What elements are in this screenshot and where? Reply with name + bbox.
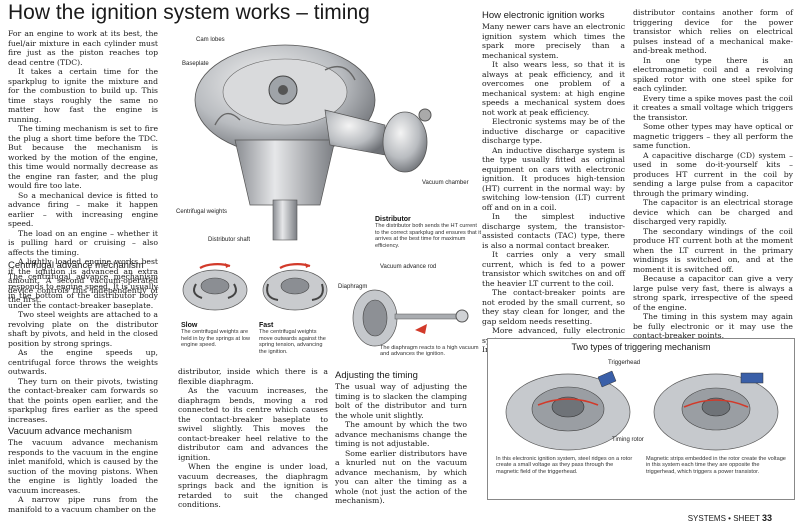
electronic-paragraph: The contact-breaker points are not erode… (482, 288, 625, 326)
intro-paragraph: It takes a certain time for the sparkplu… (8, 67, 158, 124)
ridge-rotor-caption: In this electronic ignition system, stee… (496, 456, 633, 475)
intro-paragraph: So a mechanical device is fitted to adva… (8, 190, 158, 229)
intro-paragraph: The timing mechanism is set to fire the … (8, 124, 158, 190)
adjusting-paragraph: Some earlier distributors have a knurled… (335, 448, 467, 506)
vacuum-paragraph: A narrow pipe runs from the manifold to … (8, 495, 158, 514)
diaphragm-caption-text: The diaphragm reacts to a high vacuum an… (380, 345, 479, 358)
electronic-paragraph: It carries only a very small current, wh… (482, 250, 625, 288)
diaphragm-caption: The diaphragm reacts to a high vacuum an… (380, 345, 482, 358)
page-title: How the ignition system works – timing (8, 1, 370, 24)
adjusting-paragraph: The amount by which the two advance mech… (335, 420, 467, 448)
electronic-paragraph: Every time a spike moves past the coil i… (633, 93, 793, 122)
intro-paragraph: The load on an engine – whether it is pu… (8, 228, 158, 257)
page-title-bar: How the ignition system works – timing (0, 0, 560, 28)
centrifugal-paragraph: The centrifugal advance mechanism respon… (8, 272, 158, 310)
vacuum-heading: Vacuum advance mechanism (8, 426, 132, 437)
vacuum-continued-column: distributor, inside which there is a fle… (178, 367, 328, 510)
label-baseplate: Baseplate (182, 61, 209, 67)
fast-weights-illustration (262, 263, 328, 311)
centrifugal-paragraph: They turn on their pivots, twisting the … (8, 376, 158, 424)
adjusting-paragraph: The usual way of adjusting the timing is… (335, 382, 467, 420)
ridge-rotor-illustration (505, 370, 631, 451)
electronic-paragraph: The capacitor is an electrical storage d… (633, 198, 793, 226)
electronic-paragraph: Some other types may have optical or mag… (633, 122, 793, 150)
electronic-paragraph: In the simplest inductive discharge syst… (482, 212, 625, 250)
label-vacuum-chamber: Vacuum chamber (422, 180, 469, 186)
page-footer: SYSTEMS • SHEET 33 (688, 513, 772, 523)
label-centrifugal-weights: Centrifugal weights (176, 209, 228, 215)
label-timing-rotor: Timing rotor (612, 437, 644, 443)
triggering-mechanism-panel: Two types of triggering mechanism Trigge… (487, 338, 795, 500)
distributor-caption-title: Distributor (375, 216, 411, 223)
footer-sheet: SHEET (733, 514, 760, 523)
label-diaphragm: Diaphragm (338, 284, 368, 290)
electronic-paragraph: Many newer cars have an electronic ignit… (482, 22, 625, 60)
slow-caption: Slow The centrifugal weights are held in… (181, 322, 253, 349)
advance-column: Centrifugal advance mechanism The centri… (8, 258, 158, 514)
centrifugal-paragraph: Two steel weights are attached to a revo… (8, 310, 158, 348)
electronic-paragraph: A capacitive discharge (CD) system – use… (633, 150, 793, 198)
adjusting-heading: Adjusting the timing (335, 370, 418, 381)
intro-paragraph: A lightly loaded engine works best if th… (8, 257, 158, 304)
centrifugal-paragraph: As the engine speeds up, centrifugal for… (8, 348, 158, 376)
electronic-paragraph: distributor contains another form of tri… (633, 8, 793, 55)
electronic-paragraph: In one type there is an electromagnetic … (633, 55, 793, 94)
adjusting-column: Adjusting the timing The usual way of ad… (335, 368, 467, 506)
fast-caption-title: Fast (259, 322, 274, 329)
electronic-heading: How electronic ignition works (482, 10, 605, 21)
distributor-caption-text: The distributor both sends the HT curren… (375, 223, 482, 249)
label-triggerhead: Triggerhead (608, 360, 641, 366)
electronic-paragraph: Because a capacitor can give a very larg… (633, 274, 793, 312)
electronic-column: How electronic ignition works Many newer… (482, 8, 625, 355)
intro-column: For an engine to work at its best, the f… (8, 29, 158, 305)
fast-caption: Fast The centrifugal weights move outwar… (259, 322, 331, 355)
electronic-paragraph: An inductive discharge system is the typ… (482, 145, 625, 212)
footer-section: SYSTEMS (687, 514, 726, 523)
slow-caption-text: The centrifugal weights are held in by t… (181, 329, 251, 349)
fast-caption-text: The centrifugal weights move outwards ag… (259, 329, 326, 355)
distributor-caption: Distributor The distributor both sends t… (375, 216, 483, 249)
vacuum-paragraph: When the engine is under load, vacuum de… (178, 462, 328, 509)
electronic-paragraph: The timing in this system may again be f… (633, 312, 793, 340)
diaphragm-illustration (352, 289, 469, 347)
label-cam-lobes: Cam lobes (196, 37, 225, 43)
slow-caption-title: Slow (181, 322, 198, 329)
slow-weights-illustration (182, 263, 248, 311)
electronic-continued-column: distributor contains another form of tri… (633, 8, 793, 341)
electronic-paragraph: The secondary windings of the coil produ… (633, 226, 793, 274)
label-distributor-shaft: Distributor shaft (208, 237, 251, 243)
electronic-paragraph: Electronic systems may be of the inducti… (482, 117, 625, 145)
vacuum-paragraph: distributor, inside which there is a fle… (178, 367, 328, 386)
centrifugal-heading: Centrifugal advance mechanism (8, 260, 144, 271)
distributor-illustration (194, 44, 432, 241)
triggering-panel-title: Two types of triggering mechanism (571, 342, 711, 352)
vacuum-paragraph: The vacuum advance mechanism responds to… (8, 438, 158, 495)
vacuum-paragraph: As the vacuum increases, the diaphragm b… (178, 386, 328, 462)
label-vacuum-advance-rod: Vacuum advance rod (380, 264, 437, 270)
magnetic-rotor-illustration (653, 372, 779, 451)
intro-paragraph: For an engine to work at its best, the f… (8, 29, 158, 67)
electronic-paragraph: It also wears less, so that it is always… (482, 60, 625, 117)
footer-page-number: 33 (761, 513, 772, 523)
magnetic-rotor-caption: Magnetic strips embedded in the rotor cr… (646, 456, 786, 475)
footer-separator: • (728, 514, 731, 523)
